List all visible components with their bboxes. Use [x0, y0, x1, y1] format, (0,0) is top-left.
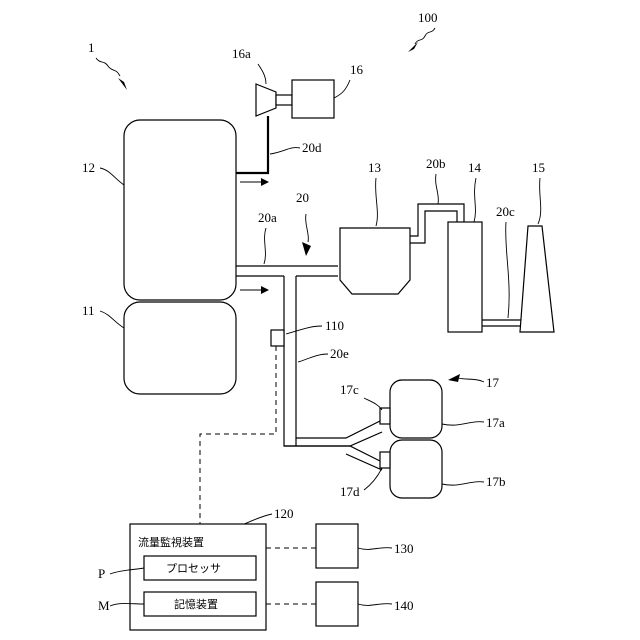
label-20a: 20a	[258, 210, 277, 225]
leader-20c	[506, 222, 509, 318]
equipment-12	[124, 120, 236, 300]
leader-17	[458, 378, 484, 382]
label-20c: 20c	[496, 204, 515, 219]
leader-17b	[442, 482, 484, 485]
label-120: 120	[274, 506, 294, 521]
label-1: 1	[88, 40, 95, 55]
equipment-17b	[390, 440, 442, 498]
leader-17a	[442, 422, 484, 425]
label-20d: 20d	[302, 140, 322, 155]
label-14: 14	[468, 160, 482, 175]
stack-15	[520, 226, 554, 332]
label-17b: 17b	[486, 474, 506, 489]
arrow-1	[118, 78, 127, 90]
leader-17d	[364, 468, 382, 490]
leader-11	[100, 311, 124, 328]
arrow-20	[302, 242, 311, 256]
leader-13	[376, 178, 378, 226]
leader-120	[244, 514, 272, 524]
label-17a: 17a	[486, 415, 505, 430]
leader-20b	[436, 174, 439, 204]
pipe-20e-branch-inner	[346, 454, 382, 470]
turbine-16a	[256, 84, 276, 116]
leader-16	[334, 80, 350, 98]
pipe-20d	[236, 116, 268, 173]
leader-20d	[270, 148, 300, 154]
label-16a: 16a	[232, 46, 251, 61]
leader-130	[358, 548, 392, 550]
label-M: M	[98, 598, 110, 613]
label-11: 11	[82, 303, 95, 318]
leader-100	[415, 28, 435, 44]
device-130	[316, 524, 358, 568]
equipment-14	[448, 222, 482, 332]
label-110: 110	[325, 318, 344, 333]
inlet-17c	[380, 408, 390, 424]
storage-label: 記憶装置	[174, 597, 218, 611]
equipment-13	[340, 228, 410, 294]
leader-12	[100, 168, 124, 185]
monitor-title: 流量監視装置	[138, 535, 204, 549]
leader-140	[358, 604, 392, 606]
leader-17c	[364, 398, 382, 410]
device-140	[316, 582, 358, 626]
leader-1	[96, 58, 120, 76]
leader-15	[538, 178, 541, 224]
arrow-17	[448, 374, 460, 382]
processor-label: プロセッサ	[166, 562, 221, 575]
label-12: 12	[82, 160, 95, 175]
label-140: 140	[394, 598, 414, 613]
leader-16a	[258, 64, 266, 84]
leader-14	[474, 178, 476, 222]
label-15: 15	[532, 160, 545, 175]
generator-16	[292, 80, 334, 118]
arrow-100	[408, 42, 418, 52]
label-20e: 20e	[330, 346, 349, 361]
pipe-20e-outer	[284, 276, 382, 446]
label-16: 16	[350, 62, 364, 77]
label-130: 130	[394, 541, 414, 556]
label-17d: 17d	[340, 484, 360, 499]
label-100: 100	[418, 10, 438, 25]
label-17: 17	[486, 375, 500, 390]
pipe-20e-branch-outer	[284, 446, 382, 462]
leader-20a	[264, 228, 266, 264]
leader-20e	[298, 354, 328, 362]
leader-110	[286, 326, 322, 334]
label-20b: 20b	[426, 156, 446, 171]
inlet-17d	[380, 452, 390, 468]
leader-20	[306, 214, 309, 242]
label-20: 20	[296, 190, 309, 205]
label-13: 13	[368, 160, 381, 175]
flow-sensor-110	[271, 330, 284, 346]
shaft-16	[276, 95, 292, 105]
equipment-11	[124, 302, 236, 394]
equipment-17a	[390, 380, 442, 438]
label-P: P	[98, 566, 105, 581]
label-17c: 17c	[340, 382, 359, 397]
